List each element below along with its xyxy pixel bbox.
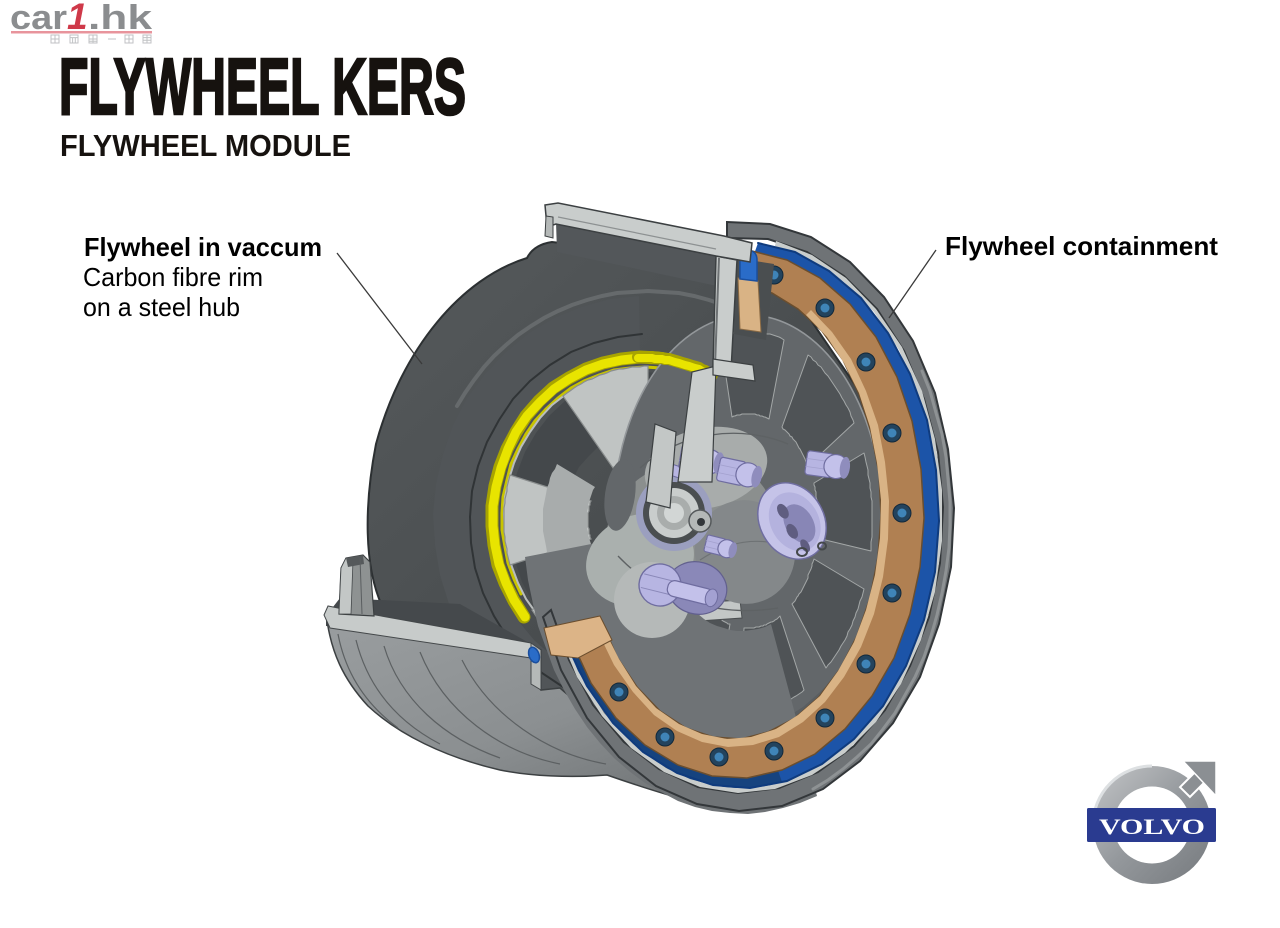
svg-text:car: car — [10, 0, 67, 37]
svg-text:on a steel hub: on a steel hub — [83, 292, 240, 322]
svg-text:1: 1 — [67, 0, 88, 37]
svg-text:Flywheel in vaccum: Flywheel in vaccum — [84, 232, 322, 262]
svg-text:Carbon fibre rim: Carbon fibre rim — [83, 262, 263, 292]
svg-text:VOLVO: VOLVO — [1099, 814, 1205, 839]
svg-text:Flywheel containment: Flywheel containment — [945, 231, 1218, 261]
svg-text:FLYWHEEL KERS: FLYWHEEL KERS — [59, 42, 466, 131]
svg-text:.hk: .hk — [88, 0, 152, 37]
svg-text:FLYWHEEL MODULE: FLYWHEEL MODULE — [60, 128, 351, 163]
